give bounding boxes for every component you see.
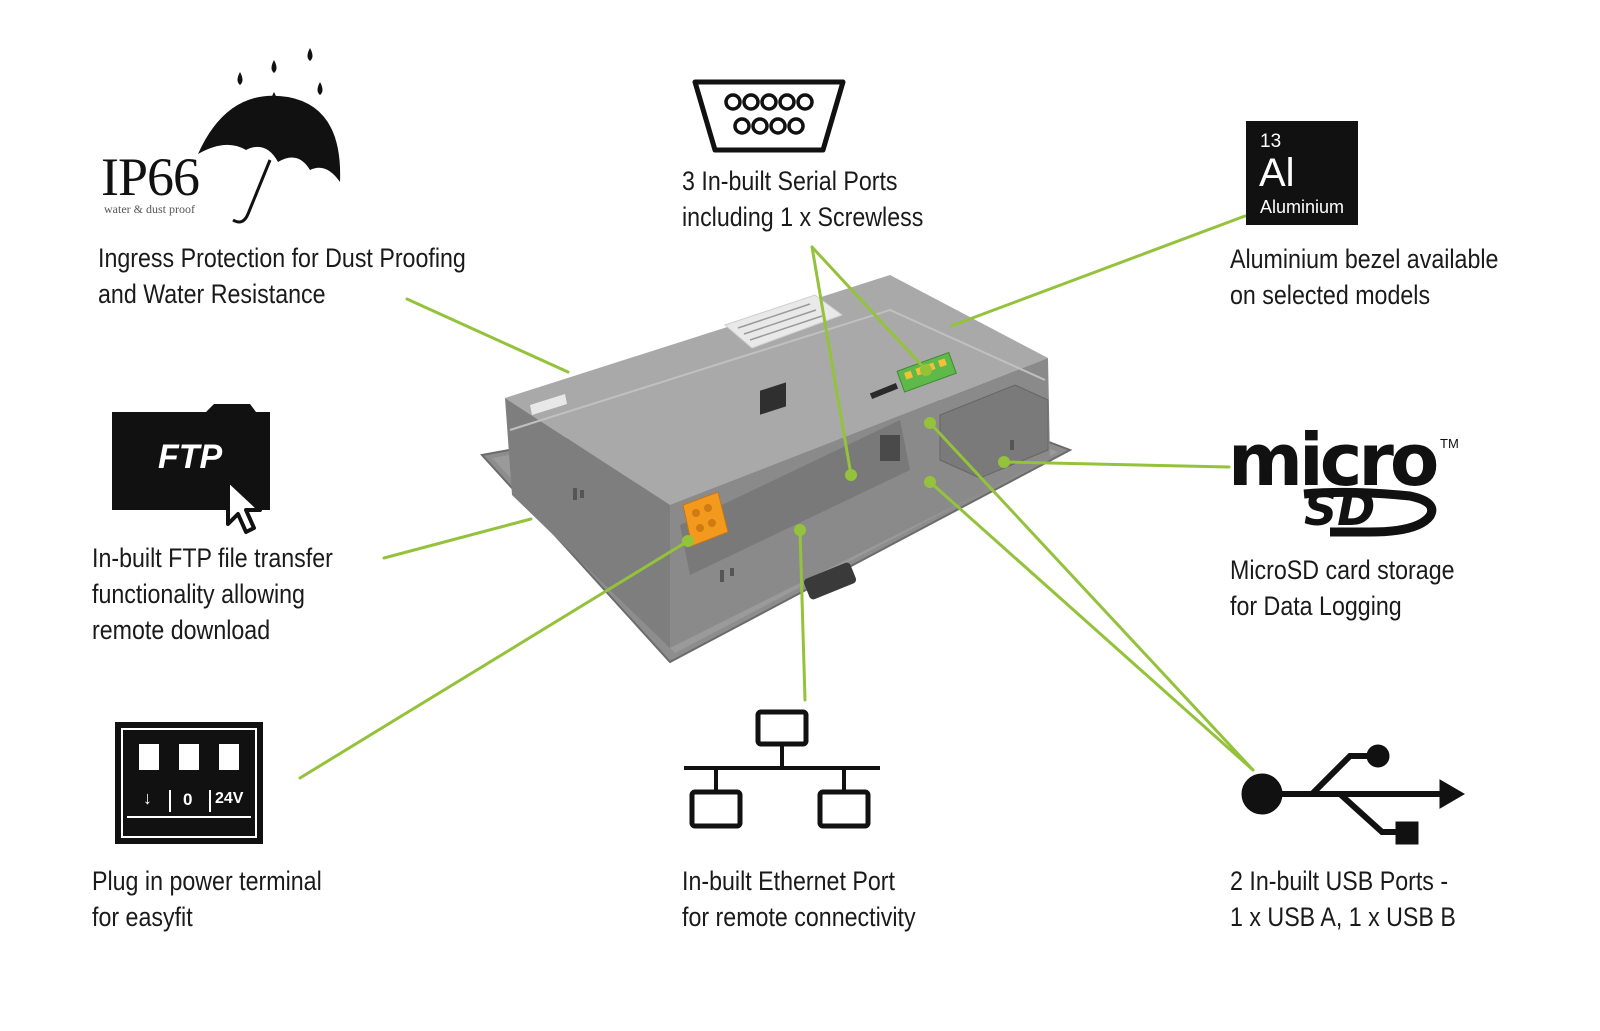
caption-line: 1 x USB A, 1 x USB B <box>1230 902 1456 932</box>
caption-line: on selected models <box>1230 280 1431 310</box>
leader-ethernet <box>798 528 807 702</box>
terminal-label: 24V <box>215 790 244 807</box>
caption-line: for remote connectivity <box>682 902 916 932</box>
caption-line: 2 In-built USB Ports - <box>1230 866 1449 896</box>
caption-line: including 1 x Screwless <box>682 202 924 232</box>
leader-dot <box>924 417 936 429</box>
leader-dot <box>794 524 806 536</box>
caption-line: In-built FTP file transfer <box>92 543 333 573</box>
caption-microsd: MicroSD card storage for Data Logging <box>1230 552 1455 624</box>
caption-line: functionality allowing <box>92 579 305 609</box>
caption-ip66: Ingress Protection for Dust Proofing and… <box>98 240 466 312</box>
element-symbol: Al <box>1259 151 1295 195</box>
leader-usb-a <box>928 421 1255 772</box>
leader-usb-b <box>928 480 1255 772</box>
caption-line: MicroSD card storage <box>1230 555 1455 585</box>
caption-line: In-built Ethernet Port <box>682 866 895 896</box>
leader-ftp <box>382 517 533 560</box>
caption-line: for easyfit <box>92 902 193 932</box>
leader-dot <box>920 364 932 376</box>
aluminium-element-icon: 13 Al Aluminium <box>1246 121 1358 225</box>
power-terminal-icon: ↓ 0 24V <box>115 722 263 844</box>
ip66-badge-subtext: water & dust proof <box>104 202 195 216</box>
caption-ftp: In-built FTP file transfer functionality… <box>92 540 333 648</box>
leader-power <box>298 539 690 780</box>
microsd-logo-icon: micro TM SD <box>1228 418 1468 540</box>
ip66-umbrella-icon: IP66 water & dust proof <box>98 42 358 242</box>
leader-dot <box>682 535 694 547</box>
terminal-label: 0 <box>183 790 193 809</box>
caption-line: Plug in power terminal <box>92 866 322 896</box>
ftp-badge-text: FTP <box>158 438 223 476</box>
caption-line: 3 In-built Serial Ports <box>682 166 898 196</box>
leader-serial-a <box>810 245 928 372</box>
terminal-label: ↓ <box>143 788 152 808</box>
leader-dot <box>998 456 1010 468</box>
microsd-trademark: TM <box>1440 436 1459 451</box>
leader-microsd <box>1002 460 1231 469</box>
leader-dot <box>924 476 936 488</box>
caption-line: remote download <box>92 615 271 645</box>
element-name: Aluminium <box>1260 197 1345 217</box>
usb-icon <box>1240 740 1470 855</box>
ftp-folder-icon: FTP <box>110 402 280 537</box>
leader-aluminium <box>949 214 1247 328</box>
caption-serial: 3 In-built Serial Ports including 1 x Sc… <box>682 163 923 235</box>
caption-ethernet: In-built Ethernet Port for remote connec… <box>682 863 916 935</box>
caption-line: for Data Logging <box>1230 591 1402 621</box>
caption-line: Ingress Protection for Dust Proofing <box>98 243 466 273</box>
element-number: 13 <box>1260 131 1282 152</box>
caption-aluminium: Aluminium bezel available on selected mo… <box>1230 241 1498 313</box>
caption-line: Aluminium bezel available <box>1230 244 1499 274</box>
ethernet-network-icon <box>684 708 884 837</box>
leader-ip66 <box>405 297 570 374</box>
serial-port-icon <box>691 78 847 159</box>
leader-serial-b <box>810 245 853 477</box>
caption-power: Plug in power terminal for easyfit <box>92 863 322 935</box>
microsd-logo-sub: SD <box>1304 482 1376 536</box>
caption-usb: 2 In-built USB Ports - 1 x USB A, 1 x US… <box>1230 863 1456 935</box>
leader-dot <box>845 469 857 481</box>
caption-line: and Water Resistance <box>98 279 326 309</box>
ip66-badge-text: IP66 <box>101 147 200 207</box>
